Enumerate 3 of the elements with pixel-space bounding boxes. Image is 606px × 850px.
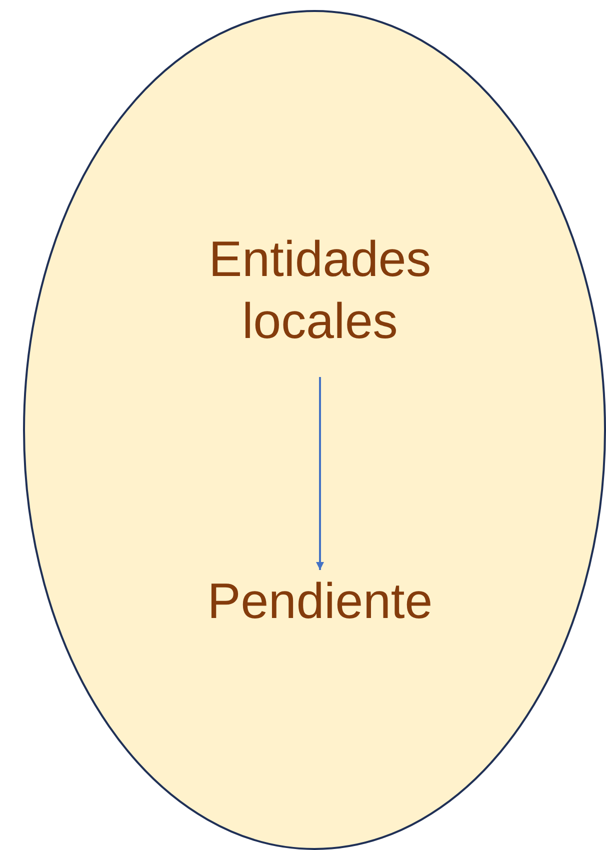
node-label: Entidades locales [170, 228, 470, 377]
node-label: Pendiente [170, 570, 470, 632]
arrow [316, 377, 324, 570]
